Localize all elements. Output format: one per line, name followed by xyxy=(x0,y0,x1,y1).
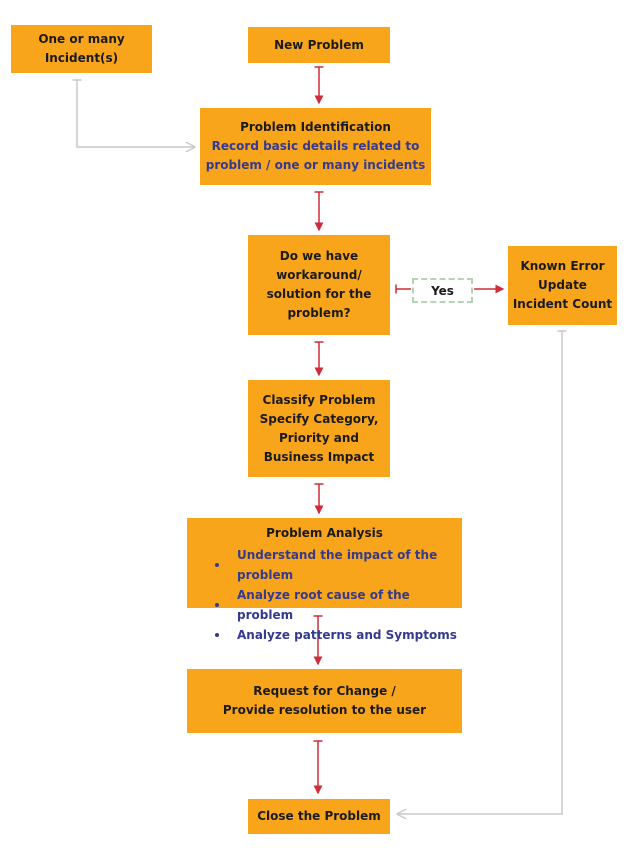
node-line: Known Error xyxy=(520,259,605,273)
arrow-identification-to-workaround xyxy=(314,191,324,232)
node-line: One or many xyxy=(38,32,125,46)
node-line: Incident(s) xyxy=(44,51,119,65)
bullet-dot-icon xyxy=(215,633,219,637)
node-classify-problem: Classify Problem Specify Category, Prior… xyxy=(248,380,390,477)
analysis-bullet-text: Analyze patterns and Symptoms xyxy=(237,628,457,642)
analysis-bullet: Analyze patterns and Symptoms xyxy=(187,625,462,645)
node-title: Problem Identification xyxy=(240,120,391,134)
node-line: Do we have xyxy=(279,249,359,263)
node-line: Business Impact xyxy=(263,449,375,464)
node-line: Request for Change / xyxy=(253,684,396,698)
node-line: problem? xyxy=(287,306,351,320)
arrow-new-problem-to-identification xyxy=(314,66,324,105)
node-line: Priority and xyxy=(278,430,360,445)
node-request-for-change: Request for Change / Provide resolution … xyxy=(187,669,462,733)
node-subtitle-line: problem / one or many incidents xyxy=(205,158,426,172)
node-line: Update xyxy=(538,278,587,292)
arrow-workaround-to-yes xyxy=(395,284,411,294)
arrow-rfc-to-close xyxy=(313,740,323,795)
yes-connector-label: Yes xyxy=(412,278,473,303)
arrow-workaround-to-classify xyxy=(314,341,324,377)
node-subtitle-line: Record basic details related to xyxy=(211,139,420,153)
analysis-bullet-text: Analyze root cause of the problem xyxy=(237,588,410,622)
yes-label-text: Yes xyxy=(431,283,454,298)
analysis-bullet-text: Understand the impact of the problem xyxy=(237,548,438,582)
node-line: workaround/ xyxy=(276,268,362,282)
arrow-incidents-to-identification xyxy=(72,79,195,147)
node-title: Problem Analysis xyxy=(266,526,383,540)
arrow-classify-to-analysis xyxy=(314,483,324,515)
node-line: Provide resolution to the user xyxy=(222,703,427,717)
node-line: Incident Count xyxy=(512,297,613,311)
node-line: Close the Problem xyxy=(257,809,381,823)
node-workaround-decision: Do we have workaround/ solution for the … xyxy=(248,235,390,335)
node-new-problem: New Problem xyxy=(248,27,390,63)
bullet-dot-icon xyxy=(215,563,219,567)
node-line: solution for the xyxy=(266,287,372,301)
node-line: New Problem xyxy=(274,37,364,52)
node-problem-identification: Problem Identification Record basic deta… xyxy=(200,108,431,185)
node-known-error: Known Error Update Incident Count xyxy=(508,246,617,325)
node-line: Classify Problem xyxy=(262,392,376,407)
node-problem-analysis: Problem Analysis Understand the impact o… xyxy=(187,518,462,642)
node-close-problem: Close the Problem xyxy=(248,799,390,834)
node-one-or-many-incidents: One or many Incident(s) xyxy=(11,25,152,73)
node-line: Specify Category, xyxy=(259,411,379,426)
analysis-bullet: Understand the impact of the problem xyxy=(187,545,462,585)
bullet-dot-icon xyxy=(215,603,219,607)
analysis-bullet: Analyze root cause of the problem xyxy=(187,585,462,625)
